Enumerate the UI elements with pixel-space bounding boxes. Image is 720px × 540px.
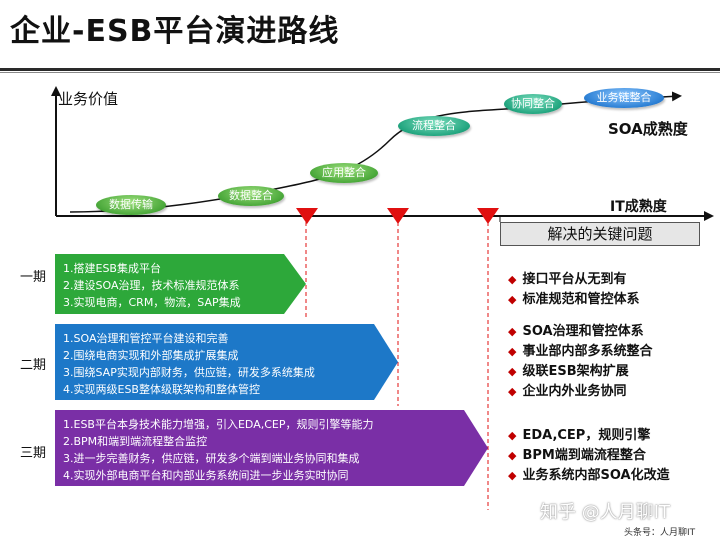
page-title: 企业-ESB平台演进路线 [10,14,340,49]
phase-label: 一期 [20,270,47,285]
stage-node: 数据传输 [96,195,166,215]
issue-item: ◆标准规范和管控体系 [508,292,640,307]
issue-item: ◆SOA治理和管控体系 [508,324,644,339]
bullet-icon: ◆ [508,429,517,442]
phase-3-items: 1.ESB平台本身技术能力增强，引入EDA,CEP，规则引擎等能力 2.BPM和… [55,412,374,484]
phase-2-band [55,324,398,400]
phase-item: 1.搭建ESB集成平台 [63,262,161,275]
stage-node: 应用整合 [310,163,378,183]
phase-item: 3.围绕SAP实现内部财务，供应链，研发多系统集成 [63,366,315,379]
issue-item: ◆企业内外业务协同 [508,384,627,399]
stage-node: 流程整合 [398,116,470,136]
bullet-icon: ◆ [508,325,517,338]
phase-item: 2.建设SOA治理，技术标准规范体系 [63,279,240,292]
stage-node: 业务链整合 [584,88,664,108]
phase-item: 1.SOA治理和管控平台建设和完善 [63,332,229,345]
issue-item: ◆BPM端到端流程整合 [508,448,646,463]
bullet-icon: ◆ [508,469,517,482]
y-axis-label: 业务价值 [58,90,119,108]
x-axis-label: IT成熟度 [610,199,667,215]
phase-1-band [55,254,306,314]
bullet-icon: ◆ [508,385,517,398]
issue-item: ◆EDA,CEP，规则引擎 [508,428,651,443]
issue-item: ◆级联ESB架构扩展 [508,364,629,379]
stage-node: 协同整合 [504,94,562,114]
milestone-marker-1 [296,208,318,224]
phase-item: 2.围绕电商实现和外部集成扩展集成 [63,349,239,362]
issues-header: 解决的关键问题 [500,222,700,246]
maturity-curve [69,91,682,213]
bullet-icon: ◆ [508,365,517,378]
phase-item: 3.实现电商，CRM，物流，SAP集成 [63,296,241,309]
issue-item: ◆事业部内部多系统整合 [508,344,653,359]
phase-item: 1.ESB平台本身技术能力增强，引入EDA,CEP，规则引擎等能力 [63,418,374,431]
phase-1-items: 1.搭建ESB集成平台 2.建设SOA治理，技术标准规范体系 3.实现电商，CR… [55,256,241,311]
phase-3-band [55,410,488,486]
issue-item: ◆业务系统内部SOA化改造 [508,468,670,483]
milestone-marker-3 [477,208,499,224]
phase-label: 三期 [20,446,47,461]
curve-label: SOA成熟度 [608,120,688,138]
bullet-icon: ◆ [508,273,517,286]
watermark: 知乎 @人月聊IT [540,502,671,523]
phase-label: 二期 [20,358,47,373]
title-divider-thin [0,72,720,73]
bullet-icon: ◆ [508,449,517,462]
bullet-icon: ◆ [508,345,517,358]
milestone-marker-2 [387,208,409,224]
phase-item: 4.实现外部电商平台和内部业务系统间进一步业务实时协同 [63,469,349,482]
source-credit: 头条号：人月聊IT [624,528,696,538]
title-divider [0,68,720,71]
issue-item: ◆接口平台从无到有 [508,272,627,287]
bullet-icon: ◆ [508,293,517,306]
phase-2-items: 1.SOA治理和管控平台建设和完善 2.围绕电商实现和外部集成扩展集成 3.围绕… [55,326,315,398]
phase-item: 4.实现两级ESB整体级联架构和整体管控 [63,383,260,396]
phase-item: 2.BPM和端到端流程整合监控 [63,435,208,448]
phase-item: 3.进一步完善财务，供应链，研发多个端到端业务协同和集成 [63,452,360,465]
stage-node: 数据整合 [218,186,284,206]
